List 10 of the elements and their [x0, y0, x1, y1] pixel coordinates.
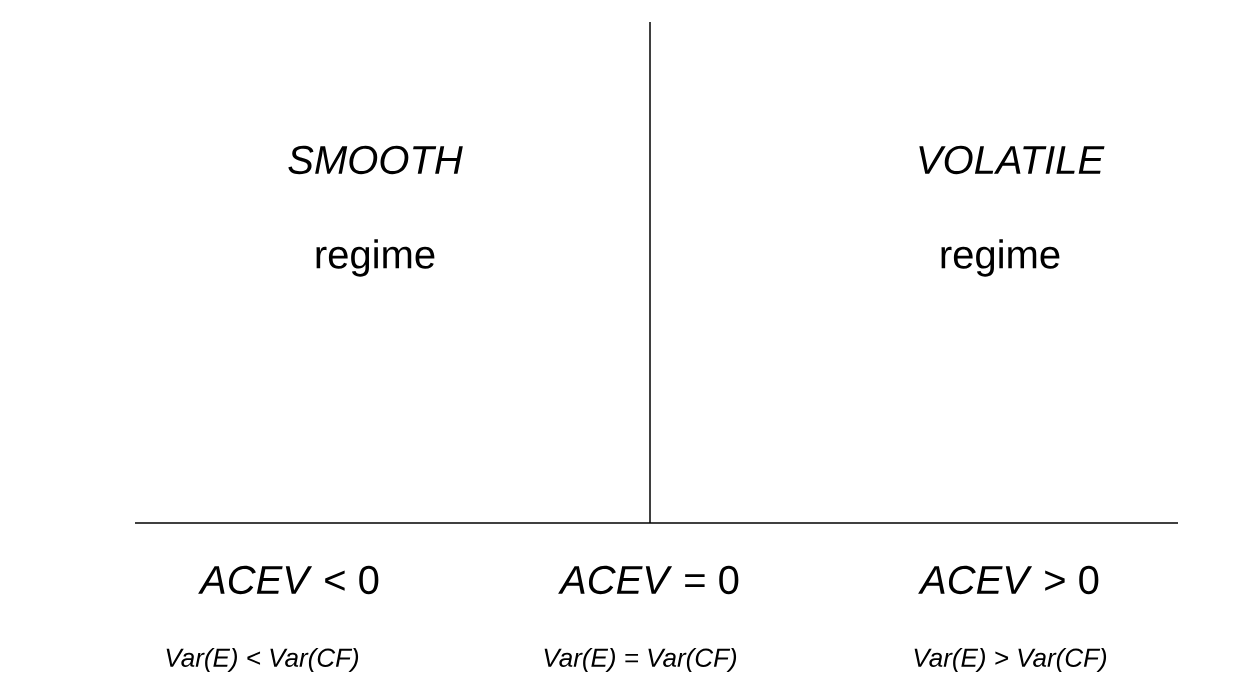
regime-heading: SMOOTH	[288, 145, 463, 175]
variance-condition: Var(E) = Var(CF)	[544, 647, 737, 673]
condition-label: ACEV > 0	[918, 565, 1099, 595]
variance-condition: Var(E) > Var(CF)	[914, 647, 1107, 673]
regime-heading: VOLATILE	[919, 145, 1105, 175]
condition-label: ACEV = 0	[558, 565, 739, 595]
condition-label: ACEV < 0	[198, 565, 379, 595]
regime-label: regime	[941, 239, 1060, 277]
variance-condition: Var(E) < Var(CF)	[166, 647, 359, 673]
regime-label: regime	[316, 239, 435, 277]
